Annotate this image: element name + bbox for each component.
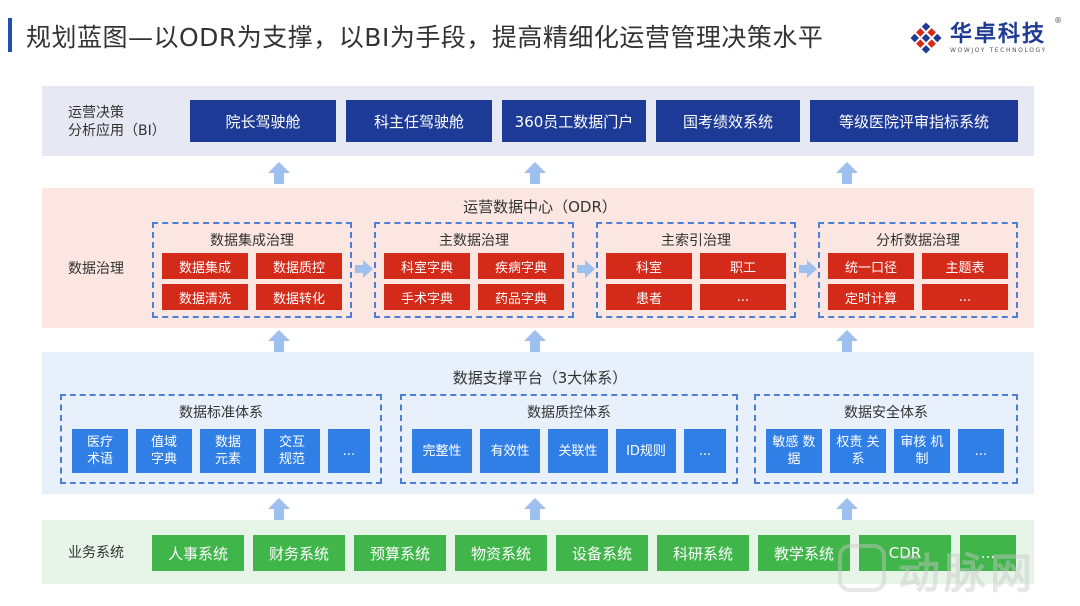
platform-group-quality: 数据质控体系 — [400, 394, 738, 484]
odr-title: 运营数据中心（ODR） — [463, 198, 617, 216]
business-system-box: 教学系统 — [758, 535, 850, 571]
platform-cell: 数据 元素 — [200, 429, 256, 473]
governance-cell: 药品字典 — [478, 284, 564, 310]
up-arrow-icon — [836, 498, 858, 520]
logo-name-cn: 华卓科技 — [950, 22, 1047, 47]
business-system-box: 设备系统 — [556, 535, 648, 571]
up-arrow-icon — [524, 330, 546, 352]
platform-cell: 值域 字典 — [136, 429, 192, 473]
business-system-box: 预算系统 — [354, 535, 446, 571]
governance-cell: ... — [700, 284, 786, 310]
governance-cell: 统一口径 — [828, 253, 914, 279]
business-system-box: 财务系统 — [253, 535, 345, 571]
group-title: 数据标准体系 — [179, 405, 263, 421]
governance-group-master-data: 主数据治理 — [374, 222, 574, 318]
bi-item-employee-portal: 360员工数据门户 — [502, 100, 646, 142]
up-arrow-icon — [268, 498, 290, 520]
platform-cell: ... — [684, 429, 726, 473]
governance-cell: 疾病字典 — [478, 253, 564, 279]
group-title: 主索引治理 — [661, 233, 731, 249]
logo-name-en: WOWJOY TECHNOLOGY — [950, 47, 1047, 54]
platform-group-security: 数据安全体系 — [754, 394, 1018, 484]
governance-cell: 主题表 — [922, 253, 1008, 279]
right-arrow-icon — [355, 260, 373, 278]
bi-item-department-cockpit: 科主任驾驶舱 — [346, 100, 492, 142]
up-arrow-icon — [268, 162, 290, 184]
up-arrow-icon — [524, 162, 546, 184]
platform-cell: 权责 关系 — [830, 429, 886, 473]
company-logo: 华卓科技 WOWJOY TECHNOLOGY ® — [906, 16, 1066, 60]
governance-cell: 数据转化 — [256, 284, 342, 310]
governance-cell: 手术字典 — [384, 284, 470, 310]
page-title: 规划蓝图—以ODR为支撑，以BI为手段，提高精细化运营管理决策水平 — [26, 23, 824, 52]
logo-registered-mark: ® — [1054, 16, 1062, 25]
governance-group-integration: 数据集成治理 — [152, 222, 352, 318]
platform-cell: 完整性 — [412, 429, 472, 473]
business-system-box: ... — [960, 535, 1016, 571]
watermark-logo-icon — [838, 544, 886, 592]
bi-item-performance-system: 国考绩效系统 — [656, 100, 800, 142]
group-title: 分析数据治理 — [876, 233, 960, 249]
up-arrow-icon — [268, 330, 290, 352]
group-title: 数据质控体系 — [527, 405, 611, 421]
up-arrow-icon — [524, 498, 546, 520]
group-title: 数据安全体系 — [844, 405, 928, 421]
governance-cell: 患者 — [606, 284, 692, 310]
governance-cell: 科室 — [606, 253, 692, 279]
platform-cell: 关联性 — [548, 429, 608, 473]
logo-mark-icon — [910, 22, 942, 54]
governance-group-analytics: 分析数据治理 — [818, 222, 1018, 318]
title-accent-bar — [8, 18, 12, 52]
up-arrow-icon — [836, 330, 858, 352]
bi-item-president-cockpit: 院长驾驶舱 — [190, 100, 336, 142]
platform-cell: 审核 机制 — [894, 429, 950, 473]
platform-cell: ... — [328, 429, 370, 473]
group-title: 数据集成治理 — [210, 233, 294, 249]
business-system-box: 人事系统 — [152, 535, 244, 571]
governance-cell: 数据集成 — [162, 253, 248, 279]
platform-title: 数据支撑平台（3大体系） — [452, 369, 628, 387]
governance-cell: 职工 — [700, 253, 786, 279]
governance-cell: 科室字典 — [384, 253, 470, 279]
business-system-box: 科研系统 — [657, 535, 749, 571]
platform-cell: 交互 规范 — [264, 429, 320, 473]
up-arrow-icon — [836, 162, 858, 184]
right-arrow-icon — [799, 260, 817, 278]
governance-group-master-index: 主索引治理 — [596, 222, 796, 318]
governance-cell: 数据质控 — [256, 253, 342, 279]
business-system-box: 物资系统 — [455, 535, 547, 571]
governance-cell: 数据清洗 — [162, 284, 248, 310]
governance-layer-label: 数据治理 — [68, 261, 124, 277]
platform-cell: ... — [958, 429, 1004, 473]
governance-cell: ... — [922, 284, 1008, 310]
governance-cell: 定时计算 — [828, 284, 914, 310]
platform-cell: 敏感 数据 — [766, 429, 822, 473]
watermark-text: 动脉网 — [898, 549, 1037, 598]
right-arrow-icon — [577, 260, 595, 278]
platform-cell: ID规则 — [616, 429, 676, 473]
watermark: 动脉网 — [838, 538, 1078, 602]
business-layer-label: 业务系统 — [68, 545, 124, 561]
group-title: 主数据治理 — [439, 233, 509, 249]
platform-cell: 有效性 — [480, 429, 540, 473]
bi-item-hospital-rating-system: 等级医院评审指标系统 — [810, 100, 1018, 142]
platform-cell: 医疗 术语 — [72, 429, 128, 473]
platform-group-standards: 数据标准体系 — [60, 394, 382, 484]
bi-layer-label: 运营决策 分析应用（BI） — [68, 105, 166, 139]
